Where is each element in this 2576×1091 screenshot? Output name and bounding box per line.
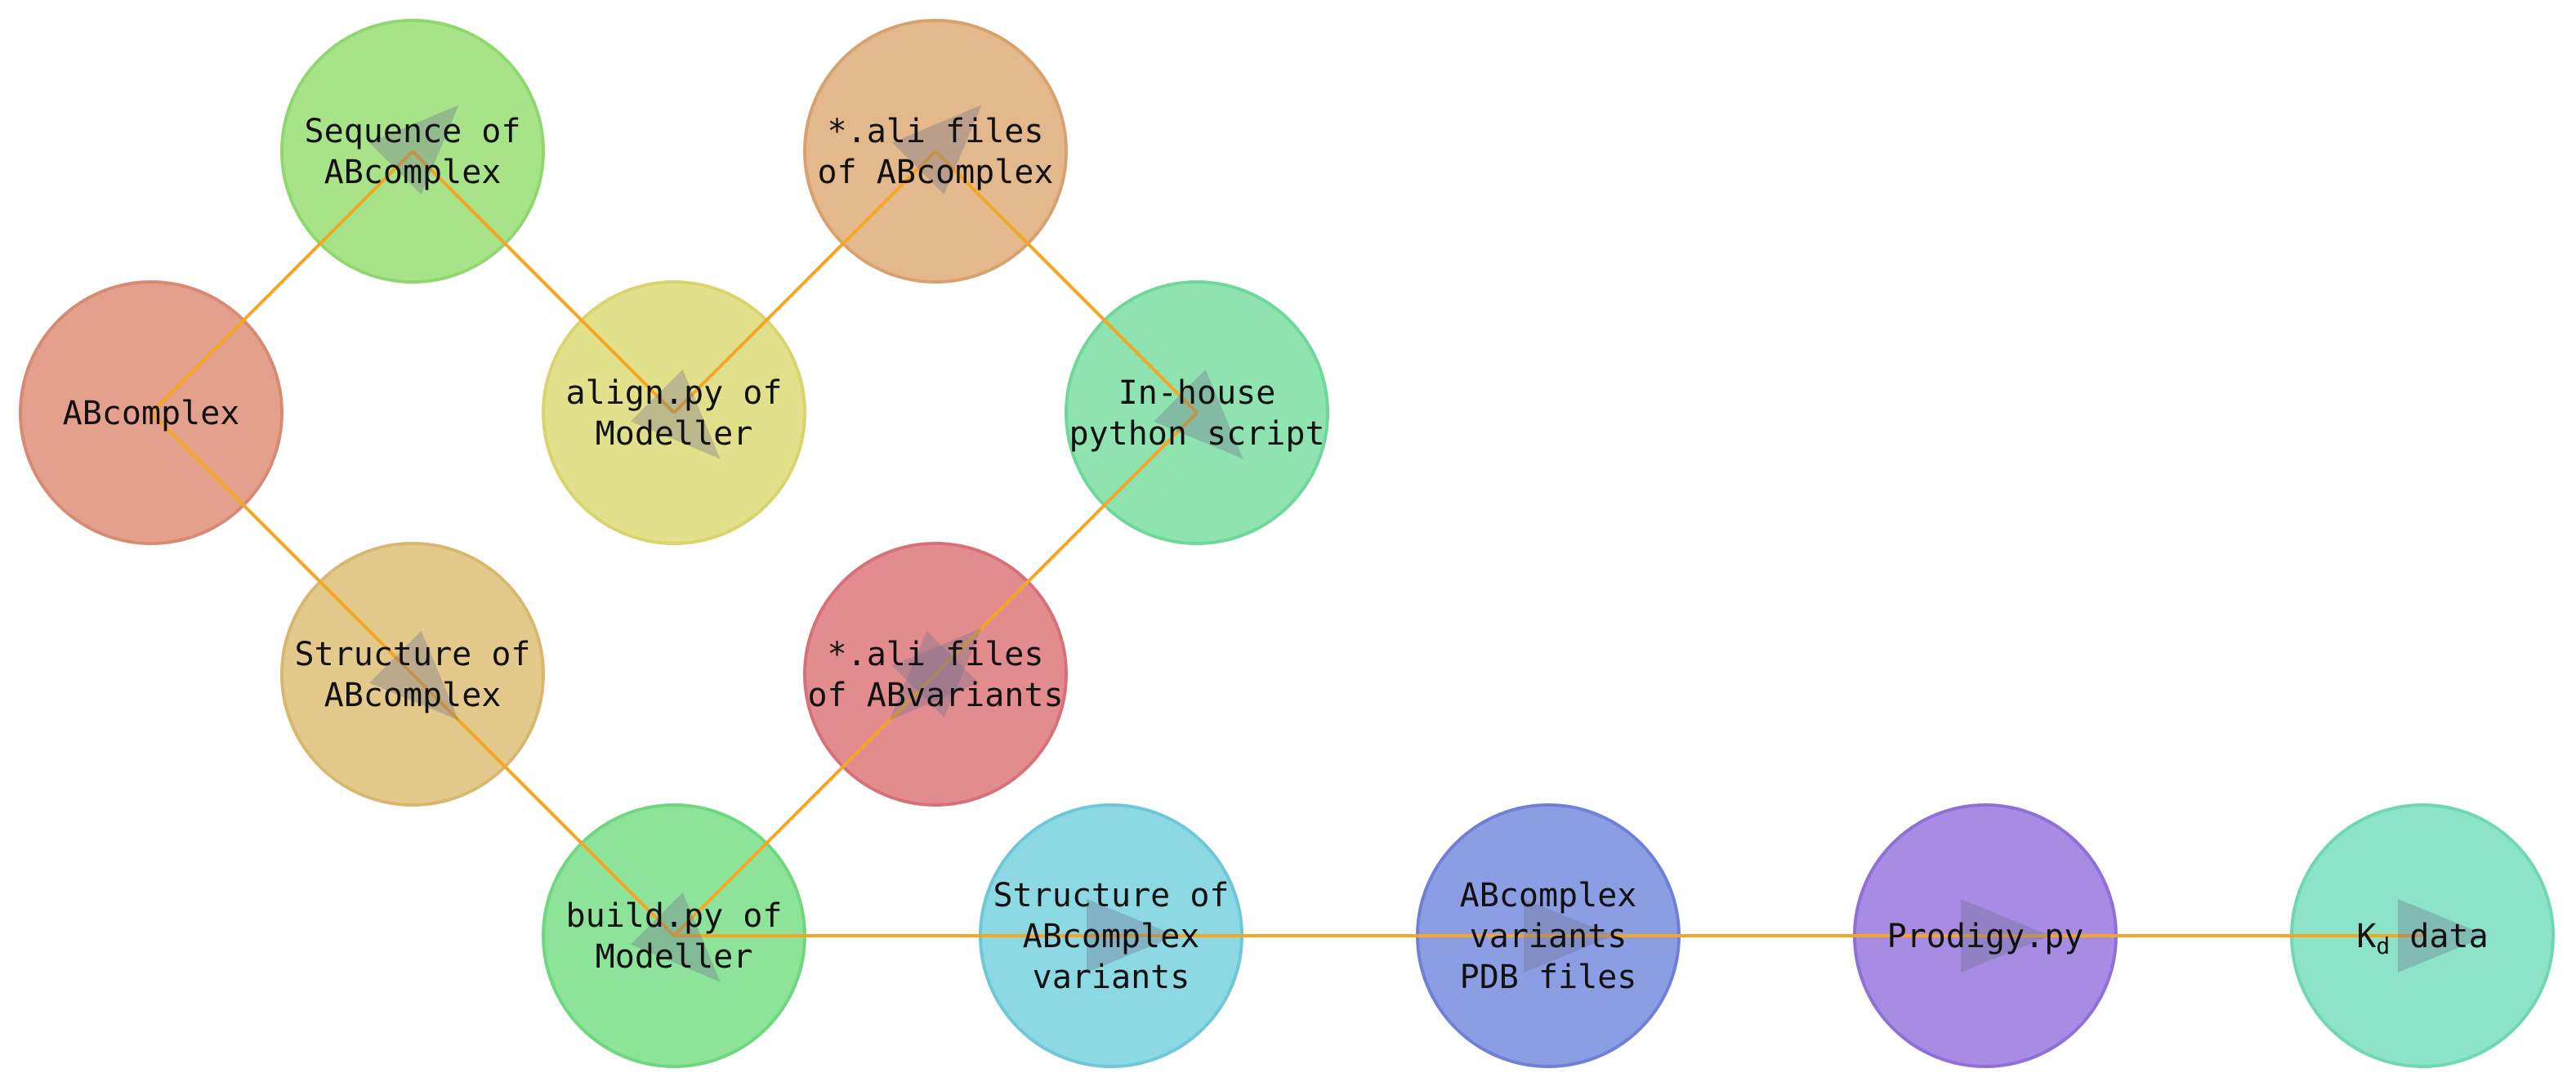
node-label-line: align.py of xyxy=(566,374,783,412)
node-label-line: Modeller xyxy=(596,938,753,976)
node-label-line: Modeller xyxy=(596,415,753,453)
node-label-ali-abvariants: *.ali files of ABvariants xyxy=(807,636,1063,714)
node-label-line: Prodigy.py xyxy=(1887,918,2084,955)
node-label-structure-variants: Structure of ABcomplex variants xyxy=(993,877,1230,996)
node-label-line: variants xyxy=(1470,918,1627,955)
arrowhead-build-to-structure-variants xyxy=(1087,899,1176,973)
edges-layer xyxy=(150,150,2422,937)
node-label-line: *.ali files xyxy=(828,636,1044,673)
arrowhead-pdb-files-to-prodigy xyxy=(1961,899,2051,973)
node-label-line: python script xyxy=(1069,415,1324,453)
node-label-line: In-house xyxy=(1118,374,1276,412)
node-label-line: variants xyxy=(1033,959,1190,996)
node-label-line: Structure of xyxy=(993,877,1230,914)
node-label-line: *.ali files xyxy=(828,113,1044,150)
node-label-line: ABcomplex xyxy=(324,154,502,191)
node-label-line: ABcomplex xyxy=(324,677,502,714)
arrowhead-ali-abcomplex-to-inhouse xyxy=(1153,369,1243,459)
node-label-line: Structure of xyxy=(295,636,531,673)
node-label-ali-abcomplex: *.ali files of ABcomplex xyxy=(818,113,1054,191)
node-label-line: PDB files xyxy=(1460,959,1637,996)
node-label-structure: Structure of ABcomplex xyxy=(295,636,531,714)
arrowhead-structure-variants-to-pdb-files xyxy=(1524,899,1614,973)
node-label-line: of ABvariants xyxy=(807,677,1063,714)
node-label-line: of ABcomplex xyxy=(818,154,1054,191)
arrowhead-align-to-ali-abcomplex xyxy=(891,105,982,195)
arrowheads-layer xyxy=(368,105,2488,982)
edge-abcomplex-to-sequence xyxy=(150,150,414,414)
kd-subscript: d xyxy=(2376,932,2390,959)
edge-build-to-ali-abvariants xyxy=(672,673,937,937)
edge-inhouse-to-ali-abvariants xyxy=(934,411,1199,676)
node-label-line: ABcomplex xyxy=(1460,877,1637,914)
arrowhead-sequence-to-align xyxy=(630,369,721,459)
node-label-line: Sequence of xyxy=(305,113,521,150)
arrowhead-abcomplex-to-structure xyxy=(368,630,459,721)
node-label-line: ABcomplex xyxy=(1023,918,1200,955)
arrowhead-abcomplex-to-sequence xyxy=(368,105,459,195)
edge-abcomplex-to-structure xyxy=(150,411,414,676)
arrowhead-prodigy-to-kd xyxy=(2398,899,2488,973)
edge-ali-abcomplex-to-inhouse xyxy=(934,150,1199,414)
node-label-line: build.py of xyxy=(566,897,783,935)
node-label-line: ABcomplex xyxy=(63,395,240,432)
node-label-prodigy: Prodigy.py xyxy=(1887,918,2084,955)
node-label-sequence: Sequence of ABcomplex xyxy=(305,113,521,191)
arrowhead-build-to-ali-abvariants xyxy=(891,628,982,718)
node-label-kd: Kd data xyxy=(2356,918,2488,959)
kd-label-part: K xyxy=(2356,918,2376,955)
kd-label-part: data xyxy=(2390,918,2488,955)
edge-align-to-ali-abcomplex xyxy=(672,150,937,414)
arrowhead-inhouse-to-ali-abvariants xyxy=(889,630,980,721)
node-label-abcomplex: ABcomplex xyxy=(63,395,240,432)
arrowhead-structure-to-build xyxy=(630,892,721,982)
edge-sequence-to-align xyxy=(411,150,676,414)
edge-structure-to-build xyxy=(411,673,676,937)
